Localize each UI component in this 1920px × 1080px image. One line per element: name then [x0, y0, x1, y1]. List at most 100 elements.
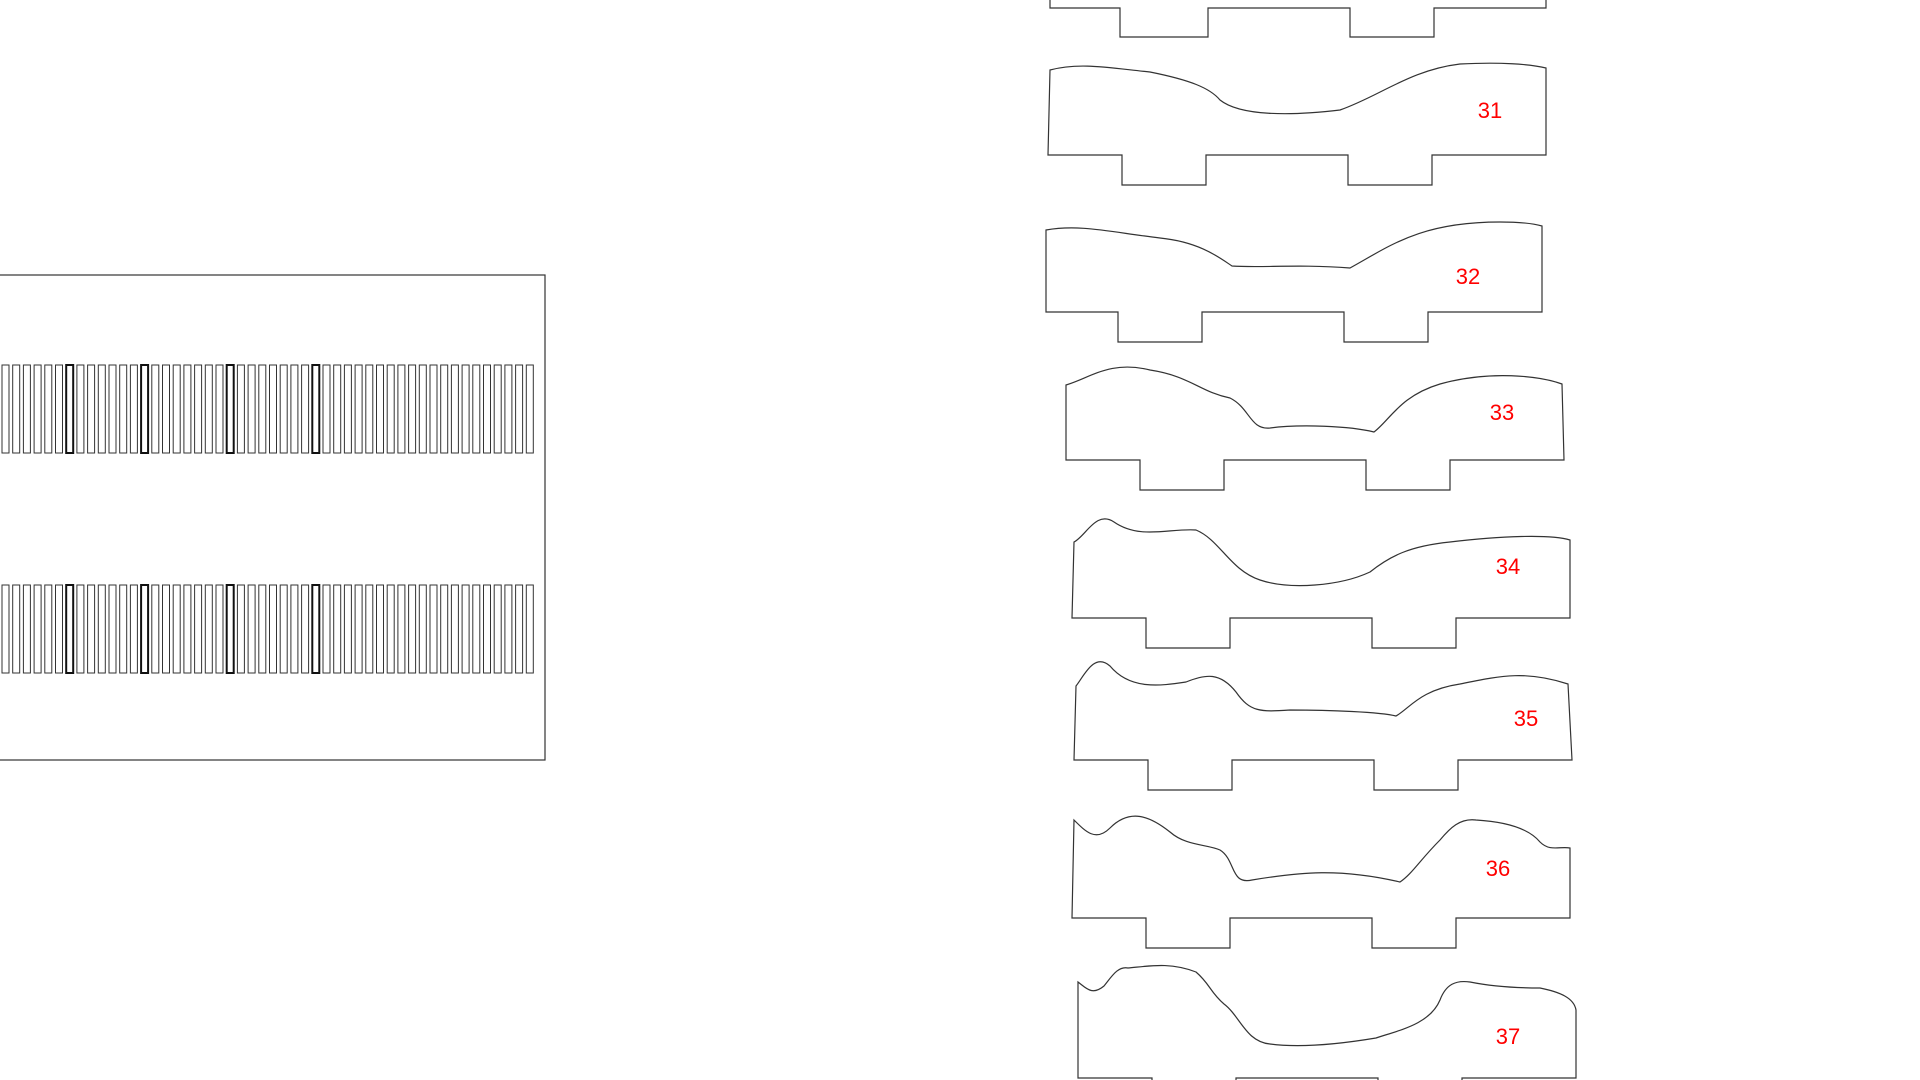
comb-slot [525, 364, 534, 454]
comb-slot [354, 364, 363, 454]
comb-slot [22, 364, 31, 454]
rib-part-36: 36 [1071, 815, 1571, 949]
comb-slot [440, 364, 449, 454]
part-label: 35 [1514, 706, 1538, 731]
comb-slot [162, 584, 170, 674]
rib-34-outline [1071, 518, 1571, 649]
part-label: 34 [1496, 554, 1520, 579]
comb-slot [140, 584, 150, 674]
slot-row-top [1, 364, 534, 454]
comb-slot [333, 364, 342, 454]
rib-part-37: 37 [1077, 964, 1577, 1080]
comb-slot [55, 364, 63, 454]
comb-slot [461, 584, 470, 674]
comb-slot [311, 584, 321, 674]
comb-slot [151, 584, 160, 674]
comb-slot [493, 364, 502, 454]
comb-slot [365, 364, 374, 454]
comb-slot [22, 584, 31, 674]
comb-slot [87, 364, 96, 454]
comb-slot [129, 364, 138, 454]
comb-slot [515, 584, 524, 674]
comb-slot [311, 364, 321, 454]
comb-slot [247, 584, 256, 674]
comb-slot [354, 584, 363, 674]
rib-part-33: 33 [1065, 366, 1565, 491]
rib-37-outline [1077, 964, 1577, 1080]
comb-slot [44, 584, 53, 674]
comb-slot [290, 364, 299, 454]
comb-slot [343, 584, 352, 674]
comb-slot [386, 364, 395, 454]
comb-slot [236, 364, 245, 454]
comb-slot [194, 364, 203, 454]
comb-slot [301, 584, 310, 674]
comb-slot [279, 584, 288, 674]
comb-base-board [0, 274, 546, 761]
comb-slot [183, 584, 192, 674]
part-label: 33 [1490, 400, 1514, 425]
comb-slot [376, 364, 384, 454]
comb-slot [397, 364, 406, 454]
comb-slot [87, 584, 96, 674]
comb-slot [1, 364, 10, 454]
comb-slot [65, 364, 75, 454]
comb-slot [172, 364, 181, 454]
comb-slot [151, 364, 160, 454]
rib-31-outline [1047, 62, 1547, 186]
comb-slot [97, 364, 106, 454]
comb-slot [301, 364, 310, 454]
comb-slot [204, 364, 213, 454]
comb-slot [365, 584, 374, 674]
comb-slot [386, 584, 395, 674]
comb-slot [12, 584, 21, 674]
comb-slot [472, 364, 481, 454]
comb-slot [225, 364, 235, 454]
comb-slot [429, 584, 438, 674]
comb-slot [418, 364, 427, 454]
comb-slot [343, 364, 352, 454]
rib-35-outline [1073, 661, 1573, 791]
comb-slot [322, 364, 331, 454]
comb-slot [236, 584, 245, 674]
comb-slot [504, 364, 513, 454]
comb-slot [129, 584, 138, 674]
rib-part-32: 32 [1045, 221, 1543, 343]
comb-slot [504, 584, 513, 674]
rib-part-35: 35 [1073, 661, 1573, 791]
comb-slot [450, 584, 459, 674]
slot-row-bottom [1, 584, 534, 674]
rib-part-partial-top [1049, 0, 1547, 38]
comb-slot [525, 584, 534, 674]
comb-slot [408, 584, 417, 674]
comb-slot [76, 364, 85, 454]
comb-slot [483, 584, 491, 674]
comb-slot [279, 364, 288, 454]
rib-36-outline [1071, 815, 1571, 949]
comb-slot [322, 584, 331, 674]
comb-slot [429, 364, 438, 454]
part-label: 31 [1478, 98, 1502, 123]
rib-part-31: 31 [1047, 62, 1547, 186]
comb-slot [215, 364, 224, 454]
comb-slot [119, 584, 128, 674]
comb-slot [108, 364, 117, 454]
comb-slot [397, 584, 406, 674]
comb-slot [269, 584, 277, 674]
comb-slot [194, 584, 203, 674]
rib-33-outline [1065, 366, 1565, 491]
comb-slot [108, 584, 117, 674]
part-label: 32 [1456, 264, 1480, 289]
comb-slot [515, 364, 524, 454]
comb-slot [33, 584, 42, 674]
comb-slot [290, 584, 299, 674]
comb-slot [450, 364, 459, 454]
comb-slot [183, 364, 192, 454]
comb-slot [12, 364, 21, 454]
comb-slot [65, 584, 75, 674]
part-label: 37 [1496, 1024, 1520, 1049]
part-label: 36 [1486, 856, 1510, 881]
comb-slot [172, 584, 181, 674]
